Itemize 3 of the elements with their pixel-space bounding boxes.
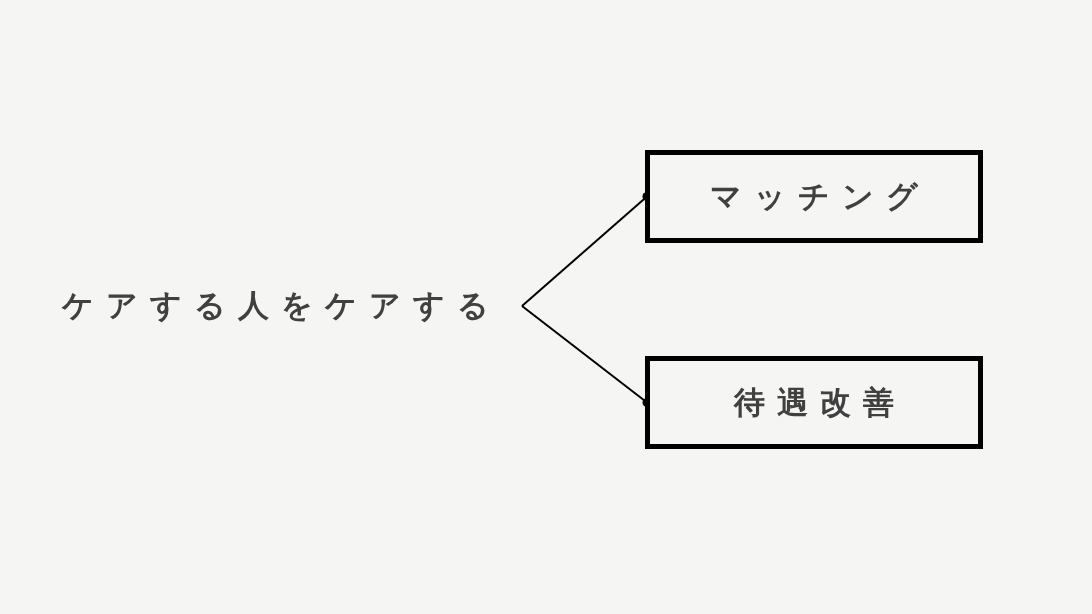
label-box: 待遇改善 xyxy=(645,356,983,449)
heading-text: ケアする人をケアする xyxy=(62,280,522,332)
label-box: マッチング xyxy=(645,150,983,243)
